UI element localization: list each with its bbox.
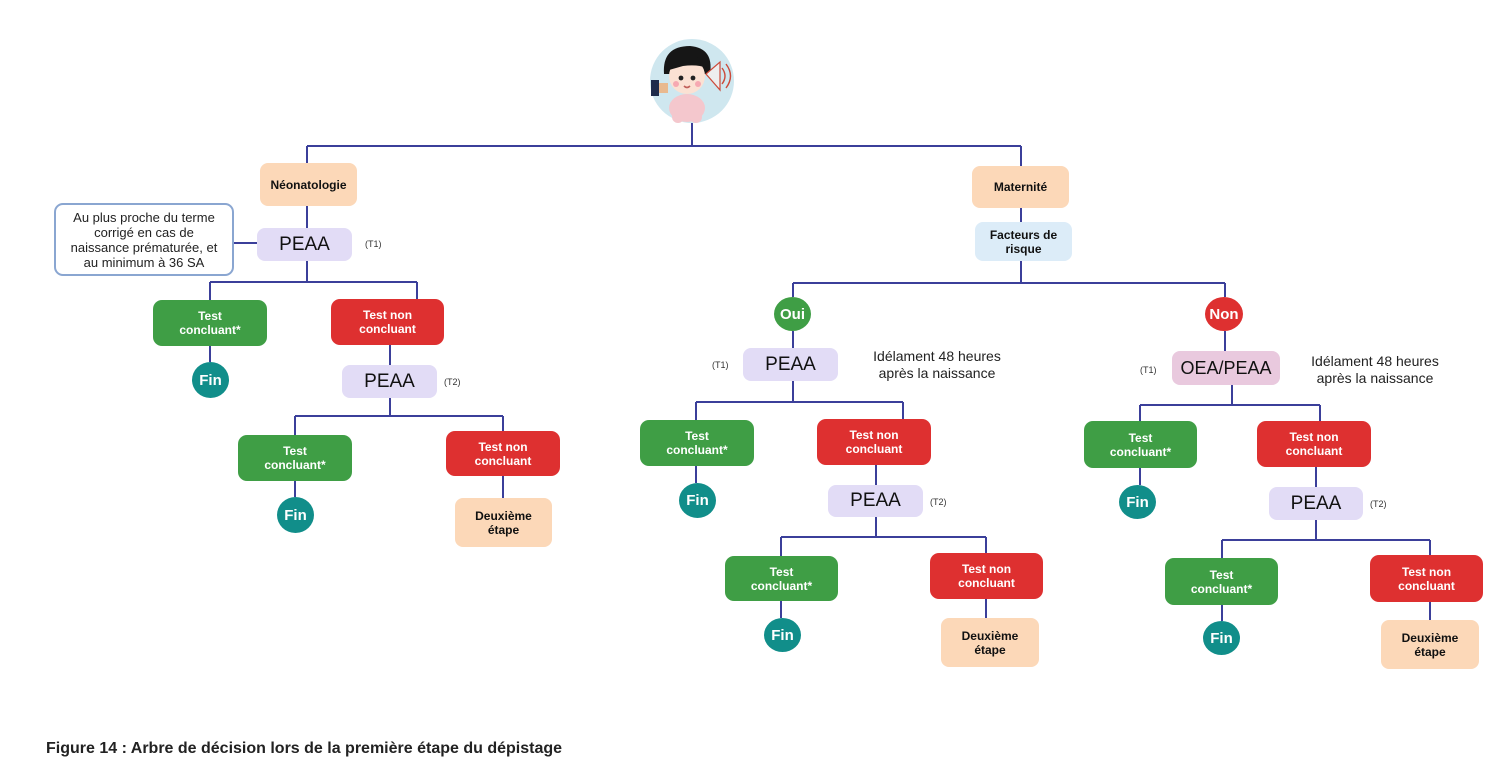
non-pass1-box: Test concluant* [1084,421,1197,468]
neonat-pass2-box: Test concluant* [238,435,352,481]
non-timing-note: Idélament 48 heures après la naissance [1311,353,1439,386]
oui-t1-tag: (T1) [712,360,729,370]
oui-t2-tag: (T2) [930,497,947,507]
oui-pass2-box: Test concluant* [725,556,838,601]
oui-fail2-box: Test non concluant [930,553,1043,599]
non-t2-tag: (T2) [1370,499,1387,509]
neonat-fail1-box: Test non concluant [331,299,444,345]
non-next-step-box: Deuxième étape [1381,620,1479,669]
neonatologie-box: Néonatologie [260,163,357,206]
neonat-pass1-box: Test concluant* [153,300,267,346]
non-fail1-box: Test non concluant [1257,421,1371,467]
non-peaa-t2-box: PEAA [1269,487,1363,520]
oui-fail1-box: Test non concluant [817,419,931,465]
non-end2-circle: Fin [1203,621,1240,655]
neonat-end2-circle: Fin [277,497,314,533]
oui-timing-note: Idélament 48 heures après la naissance [873,348,1001,381]
neonat-peaa-t2-box: PEAA [342,365,437,398]
non-end1-circle: Fin [1119,485,1156,519]
neonat-t1-tag: (T1) [365,239,382,249]
neonat-fail2-box: Test non concluant [446,431,560,476]
non-oea-peaa-t1-box: OEA/PEAA [1172,351,1280,385]
oui-end2-circle: Fin [764,618,801,652]
oui-peaa-t1-box: PEAA [743,348,838,381]
non-circle: Non [1205,297,1243,331]
neonat-next-step-box: Deuxième étape [455,498,552,547]
oui-circle: Oui [774,297,811,331]
non-pass2-box: Test concluant* [1165,558,1278,605]
oui-end1-circle: Fin [679,483,716,518]
oui-pass1-box: Test concluant* [640,420,754,466]
non-fail2-box: Test non concluant [1370,555,1483,602]
oui-next-step-box: Deuxième étape [941,618,1039,667]
risk-factors-box: Facteurs de risque [975,222,1072,261]
neonat-end1-circle: Fin [192,362,229,398]
baby-hearing-test-illustration [650,39,734,123]
non-t1-tag: (T1) [1140,365,1157,375]
premature-note-callout: Au plus proche du terme corrigé en cas d… [54,203,234,276]
maternite-box: Maternité [972,166,1069,208]
oui-peaa-t2-box: PEAA [828,485,923,517]
neonat-t2-tag: (T2) [444,377,461,387]
figure-caption: Figure 14 : Arbre de décision lors de la… [46,740,563,757]
neonat-peaa-t1-box: PEAA [257,228,352,261]
